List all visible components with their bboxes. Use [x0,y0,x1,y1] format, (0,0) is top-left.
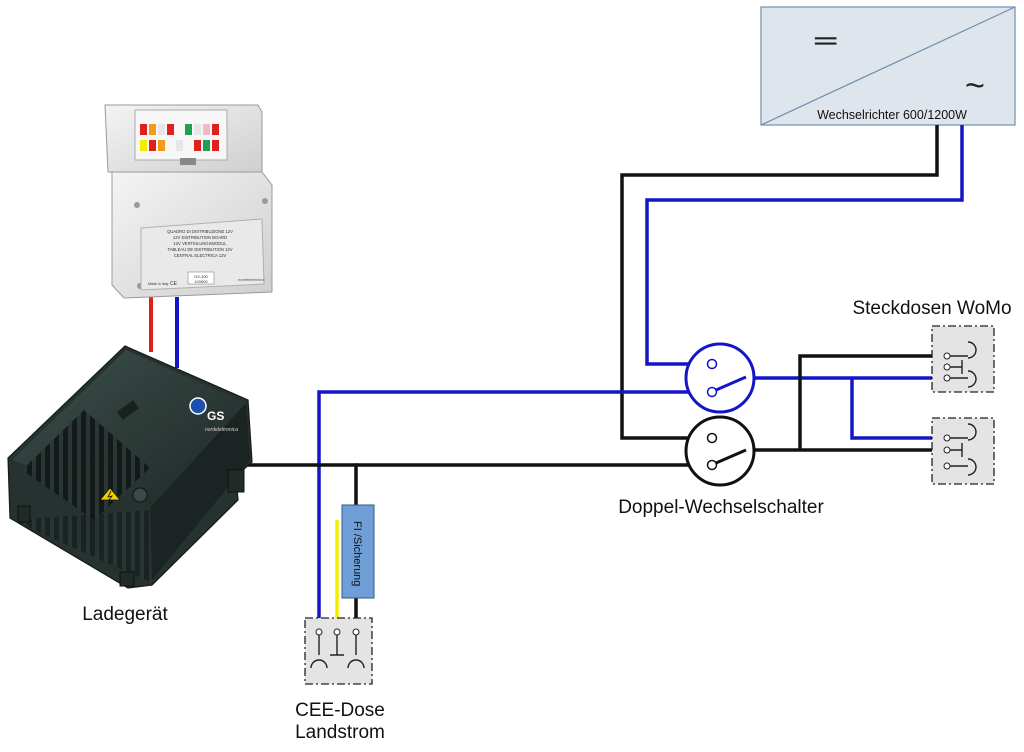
board-label-plate [140,218,265,291]
socket-pin [943,462,951,470]
inverter-label: Wechselrichter 600/1200W [817,108,967,122]
board-text-line: 12V VERTEILUNGSMODUL [173,241,227,246]
switch-lever [715,375,747,392]
board-ce: CE [170,281,178,287]
changeover-switch [684,342,756,487]
board-text-line: QUADRO DI DISTRIBUZIONE 12V [167,229,233,234]
socket-upper [931,325,995,393]
charger-badge-ring [189,397,207,415]
socket-pin [943,434,951,442]
wires [149,125,964,630]
charger-port [116,400,140,420]
switch-contact [706,386,718,398]
cee-socket-box [304,617,373,685]
board-latch [180,158,196,165]
socket-lower [931,417,995,485]
board-model: DS-300 [194,274,208,279]
sockets-label: Steckdosen WoMo [852,298,1012,319]
cee-pin [333,628,341,636]
wire-out-black-1 [798,354,932,450]
board-made-in: Made in Italy [148,282,169,286]
switch-contact [706,358,718,370]
cee-symbol [310,635,365,669]
inverter-ac-symbol: ~ [965,67,985,105]
charger-knob [132,487,148,503]
charger-foot [17,505,31,523]
board-code: 100600 [194,279,208,284]
board-brand: nordelettronica [238,277,265,282]
board-text-line: 12V DISTRIBUTION BOARD [173,235,227,240]
distribution-board: QUADRO DI DISTRIBUZIONE 12V 12V DISTRIBU… [104,104,273,299]
socket-pin [943,363,951,371]
fi-fuse: FI /Sicherung [341,504,375,599]
wire-inverter-blue [645,125,964,366]
cee-label-line2: Landstrom [295,722,385,743]
cee-pin [352,628,360,636]
cee-label-line1: CEE-Dose [295,700,385,721]
socket-symbol [950,341,977,388]
switch-pole-blue [684,342,756,414]
socket-pin [943,446,951,454]
wire-charger-black [244,463,358,630]
charger-foot [119,571,135,587]
fuse-row [140,124,219,151]
switch-contact [706,459,718,471]
fi-fuse-label: FI /Sicherung [351,521,363,586]
charger-vents [22,410,150,520]
wire-shore-blue [317,390,700,630]
charger-front-fins [10,510,152,583]
inverter-diagonal [760,6,1016,126]
switch-contact [706,432,718,444]
socket-box [931,325,995,393]
charger-label: Ladegerät [82,604,168,625]
socket-symbol [950,423,977,476]
wire-out-blue-2 [850,378,932,440]
cee-socket [304,617,373,685]
charger: GS nordelettronica [7,345,253,589]
inverter-dc-symbol: ═ [814,24,837,57]
switch-lever [715,448,747,465]
charger-brand: nordelettronica [205,427,238,433]
socket-box [931,417,995,485]
board-screw [262,198,268,204]
board-text-line: TABLEAU DE DISTRIBUTION 12V [167,247,232,252]
socket-pin [943,374,951,382]
charger-side [150,403,250,580]
cee-pin [315,628,323,636]
board-model-plate [187,271,215,285]
charger-badge: GS [207,409,224,423]
inverter: ═ ~ Wechselrichter 600/1200W [760,6,1016,126]
board-text-line: CENTRAL ELECTRICA 12V [174,253,227,258]
switch-pole-black [684,415,756,487]
lightning-icon [107,490,114,501]
board-screw [134,202,140,208]
fi-fuse-box [341,504,375,599]
socket-pin [943,352,951,360]
wire-inverter-black [620,125,939,440]
charger-foot [227,469,245,493]
switch-label: Doppel-Wechselschalter [618,497,824,518]
